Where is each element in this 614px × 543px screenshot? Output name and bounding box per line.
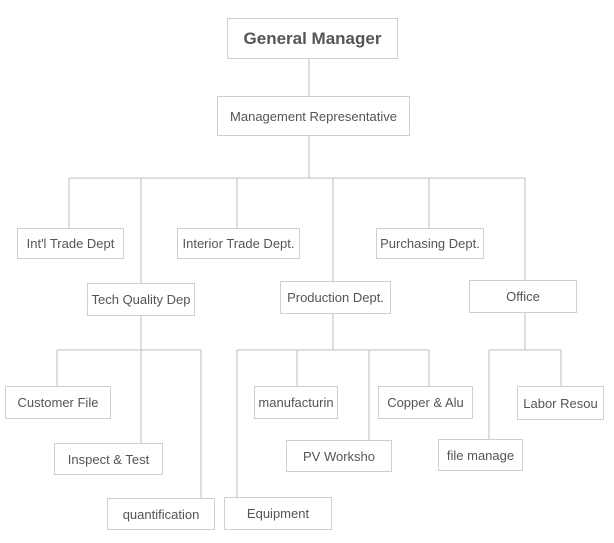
production-dept-node: Production Dept. bbox=[280, 281, 391, 314]
equipment-node: Equipment bbox=[224, 497, 332, 530]
pv-workshop-node: PV Worksho bbox=[286, 440, 392, 472]
file-manage-node: file manage bbox=[438, 439, 523, 471]
inspect-test-node: Inspect & Test bbox=[54, 443, 163, 475]
purchasing-dept-node: Purchasing Dept. bbox=[376, 228, 484, 259]
management-representative-node: Management Representative bbox=[217, 96, 410, 136]
manufacturing-node: manufacturin bbox=[254, 386, 338, 419]
interior-trade-dept-node: Interior Trade Dept. bbox=[177, 228, 300, 259]
customer-file-node: Customer File bbox=[5, 386, 111, 419]
intl-trade-dept-node: Int'l Trade Dept bbox=[17, 228, 124, 259]
tech-quality-dept-node: Tech Quality Dep bbox=[87, 283, 195, 316]
office-node: Office bbox=[469, 280, 577, 313]
labor-resource-node: Labor Resou bbox=[517, 386, 604, 420]
copper-alu-node: Copper & Alu bbox=[378, 386, 473, 419]
quantification-node: quantification bbox=[107, 498, 215, 530]
general-manager-node: General Manager bbox=[227, 18, 398, 59]
